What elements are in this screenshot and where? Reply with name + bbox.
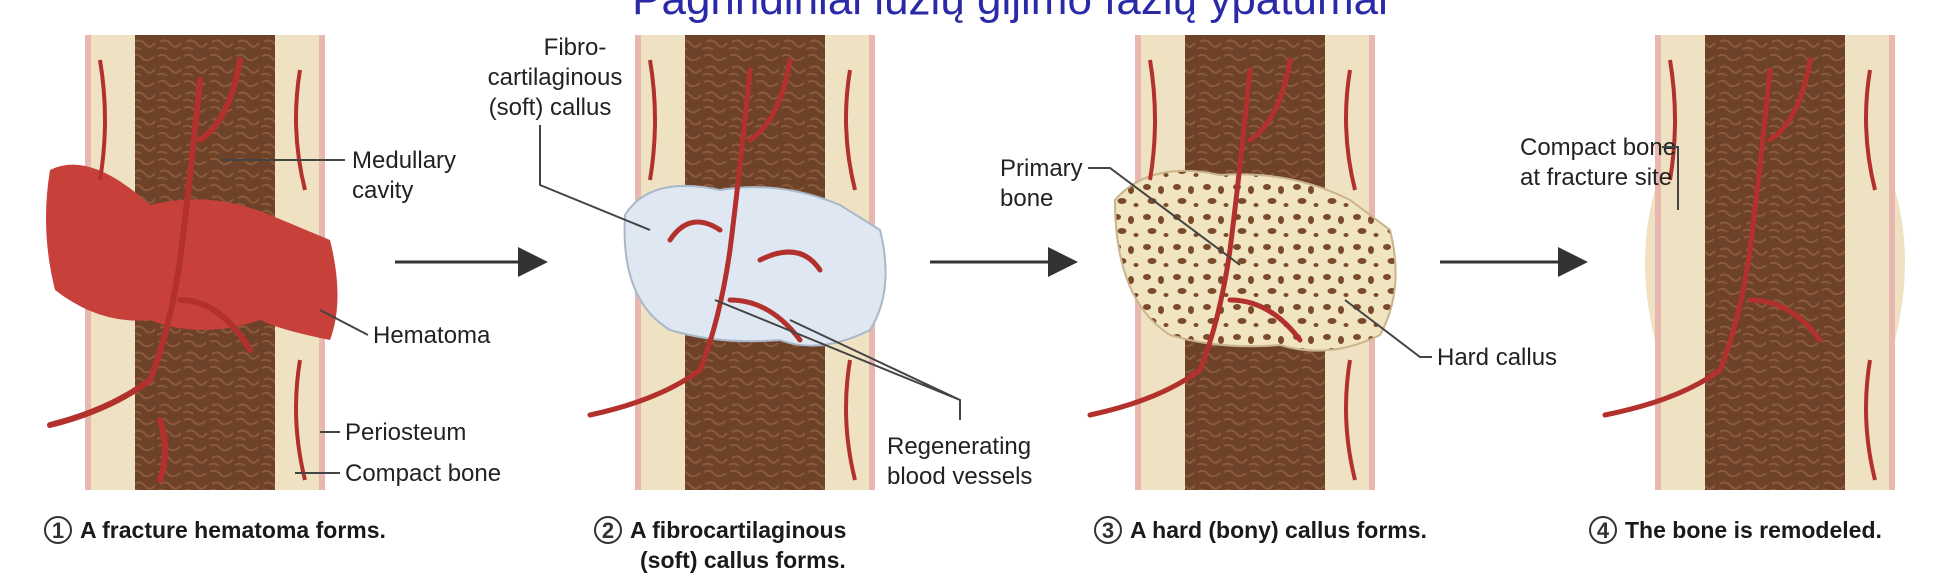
- label-hard-callus: Hard callus: [1437, 344, 1557, 371]
- label-regenerating: Regenerating: [887, 433, 1031, 460]
- step-badge-3: [1094, 516, 1122, 544]
- label-bone: bone: [1000, 185, 1053, 212]
- label-medullary-cavity-1: Medullary: [352, 147, 456, 174]
- caption-3: A hard (bony) callus forms.: [1130, 517, 1427, 543]
- label-hematoma: Hematoma: [373, 322, 491, 349]
- hematoma-shape: [46, 164, 338, 340]
- label-primary: Primary: [1000, 155, 1083, 182]
- label-compact-bone-fracture: Compact bone: [1520, 134, 1676, 161]
- step-badge-2: [594, 516, 622, 544]
- caption-4: The bone is remodeled.: [1625, 517, 1882, 543]
- bone-illustration-1: [46, 35, 338, 490]
- step-badge-4: [1589, 516, 1617, 544]
- label-periosteum: Periosteum: [345, 419, 466, 446]
- panel-2: Fibro- cartilaginous (soft) callus Regen…: [488, 34, 1033, 573]
- label-cartilaginous: cartilaginous: [488, 64, 623, 91]
- panel-1: Medullary cavity Hematoma Periosteum Com…: [44, 35, 501, 544]
- label-fibro: Fibro-: [544, 34, 607, 61]
- step-number-4: 4: [1597, 518, 1610, 543]
- caption-2-line-2: (soft) callus forms.: [640, 547, 846, 573]
- label-compact-bone: Compact bone: [345, 460, 501, 487]
- label-at-fracture-site: at fracture site: [1520, 164, 1672, 191]
- bone-illustration-4: [1602, 35, 1905, 490]
- label-soft-callus: (soft) callus: [489, 94, 612, 121]
- label-medullary-cavity-2: cavity: [352, 177, 413, 204]
- label-blood-vessels: blood vessels: [887, 463, 1032, 490]
- step-number-2: 2: [602, 518, 614, 543]
- bone-illustration-2: [587, 35, 887, 490]
- caption-1: A fracture hematoma forms.: [80, 517, 386, 543]
- panel-3: Primary bone Hard callus 3 A hard (bony)…: [1000, 35, 1557, 544]
- soft-callus-shape: [623, 184, 887, 347]
- panel-4: Compact bone at fracture site 4 The bone…: [1520, 35, 1905, 544]
- caption-2-line-1: A fibrocartilaginous: [630, 517, 846, 543]
- page-title: Pagrindiniai lūžių gijimo fazių ypatumai: [632, 0, 1388, 24]
- step-badge-1: [44, 516, 72, 544]
- step-number-3: 3: [1102, 518, 1114, 543]
- hard-callus-shape: [1113, 169, 1397, 352]
- step-number-1: 1: [52, 518, 64, 543]
- bone-illustration-3: [1087, 35, 1397, 490]
